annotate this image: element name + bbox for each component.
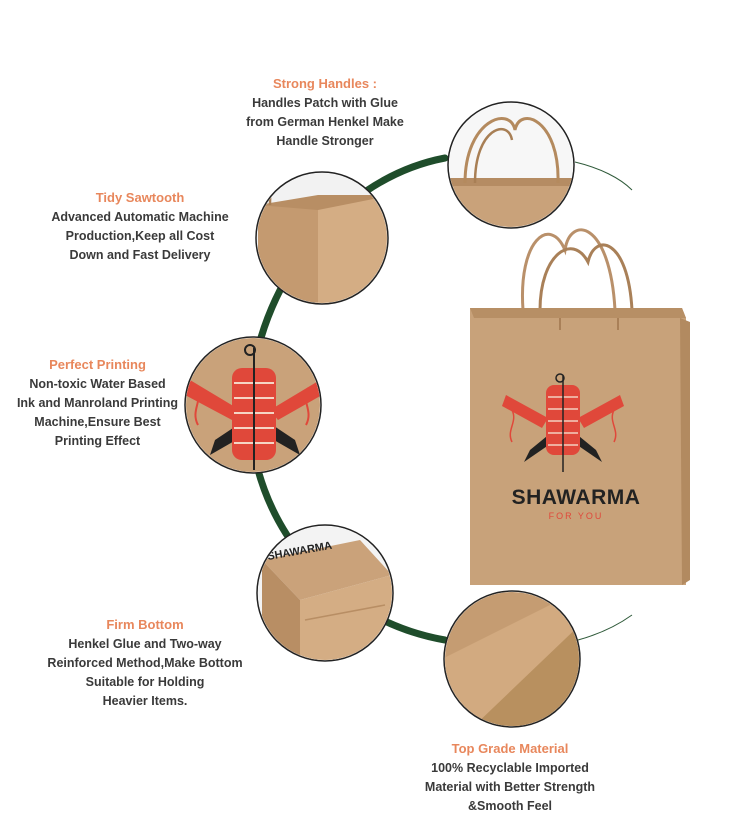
description-line: 100% Recyclable Imported	[431, 761, 589, 775]
feature-firm-bottom: Firm Bottom Henkel Glue and Two-way Rein…	[40, 617, 250, 711]
description-line: Down and Fast Delivery	[69, 248, 211, 262]
description-line: Reinforced Method,Make Bottom	[47, 656, 243, 670]
description-line: Heavier Items.	[102, 694, 188, 708]
description-line: Handles Patch with Glue	[252, 96, 398, 110]
description-line: Production,Keep all Cost	[65, 229, 215, 243]
feature-perfect-printing: Perfect Printing Non-toxic Water Based I…	[10, 357, 185, 451]
feature-description: 100% Recyclable Imported Material with B…	[410, 759, 610, 816]
feature-description: Handles Patch with Glue from German Henk…	[240, 94, 410, 151]
description-line: &Smooth Feel	[467, 799, 553, 813]
feature-tidy-sawtooth: Tidy Sawtooth Advanced Automatic Machine…	[40, 190, 240, 265]
description-line: from German Henkel Make	[246, 115, 404, 129]
bag-tagline-text: FOR YOU	[548, 511, 604, 521]
description-line: Advanced Automatic Machine	[51, 210, 229, 224]
material-detail-circle	[443, 590, 581, 728]
feature-title: Firm Bottom	[106, 617, 184, 632]
feature-title: Strong Handles :	[272, 76, 377, 91]
feature-strong-handles: Strong Handles : Handles Patch with Glue…	[240, 76, 410, 151]
handles-detail-circle	[447, 101, 575, 229]
description-line: Suitable for Holding	[85, 675, 205, 689]
feature-top-grade-material: Top Grade Material 100% Recyclable Impor…	[410, 741, 610, 816]
bag-brand-text: SHAWARMA	[511, 486, 641, 509]
description-line: Material with Better Strength	[424, 780, 596, 794]
description-line: Machine,Ensure Best	[34, 415, 161, 429]
description-line: Handle Stronger	[276, 134, 374, 148]
feature-description: Advanced Automatic Machine Production,Ke…	[40, 208, 240, 265]
feature-title: Tidy Sawtooth	[95, 190, 185, 205]
bottom-detail-circle: SHAWARMA	[256, 524, 394, 662]
printing-detail-circle	[184, 336, 322, 474]
feature-description: Non-toxic Water Based Ink and Manroland …	[10, 375, 185, 451]
thin-arc-bottom	[577, 614, 633, 641]
description-line: Printing Effect	[54, 434, 141, 448]
main-bag-illustration	[470, 228, 690, 585]
description-line: Henkel Glue and Two-way	[68, 637, 222, 651]
feature-description: Henkel Glue and Two-way Reinforced Metho…	[40, 635, 250, 711]
feature-title: Top Grade Material	[451, 741, 569, 756]
description-line: Ink and Manroland Printing	[16, 396, 179, 410]
description-line: Non-toxic Water Based	[29, 377, 166, 391]
feature-title: Perfect Printing	[49, 357, 146, 372]
thin-arc-top	[574, 161, 633, 191]
